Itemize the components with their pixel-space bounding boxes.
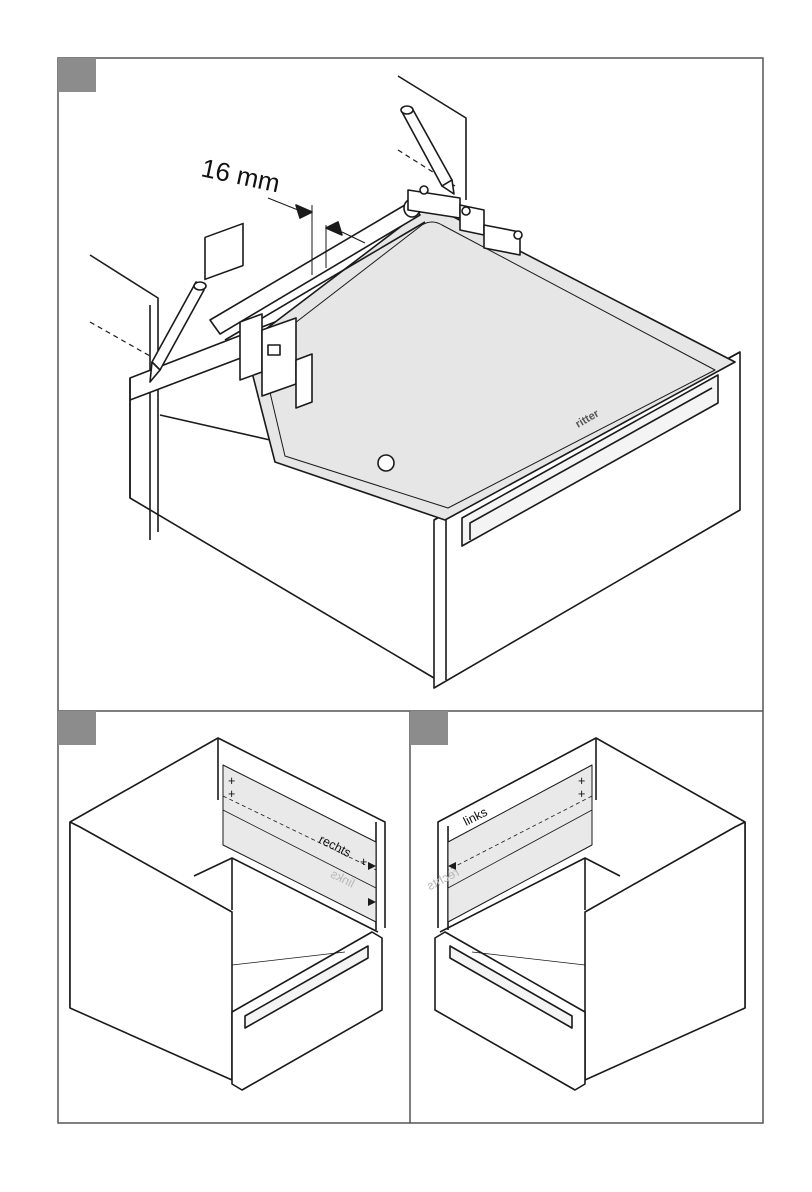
mounting-template-left [223, 765, 376, 922]
dimension-label: 16 mm [199, 153, 283, 199]
bottom-left-illustration: + + + [70, 738, 385, 1090]
svg-text:+: + [228, 774, 235, 788]
pencil-right [401, 106, 454, 194]
svg-text:+: + [578, 774, 585, 788]
panel-badge-bottom-left [58, 711, 96, 745]
top-panel-illustration: ritter [90, 76, 740, 688]
svg-text:+: + [578, 787, 585, 801]
svg-text:+: + [228, 787, 235, 801]
left-cabinet-wall [90, 255, 158, 540]
right-cabinet-wall [398, 76, 466, 200]
svg-text:+: + [360, 855, 367, 869]
panel-badge-top [58, 58, 96, 92]
panel-badge-bottom-right [410, 711, 448, 745]
mounting-template-right [448, 765, 592, 922]
bottom-right-illustration: + + [435, 738, 745, 1090]
